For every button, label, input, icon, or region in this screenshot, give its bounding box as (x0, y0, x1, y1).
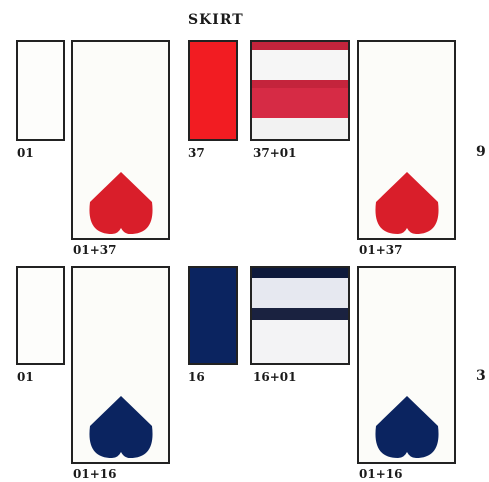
heart-icon (86, 394, 156, 460)
quantity-label-row2: 3 (476, 368, 486, 384)
page-title: SKIRT (188, 12, 244, 28)
heart-icon (372, 170, 442, 236)
tall-left-panel-row2 (71, 266, 170, 464)
stripes-label-row1: 37+01 (253, 146, 296, 160)
small-panel-label-row1: 01 (17, 146, 34, 160)
heart-icon (372, 394, 442, 460)
tall-right-label-row2: 01+16 (359, 467, 402, 481)
quantity-label-row1: 9 (476, 144, 486, 160)
stripe-swatch-row2 (250, 266, 350, 365)
color-swatch-row2 (188, 266, 238, 365)
swatch-label-row1: 37 (188, 146, 205, 160)
small-panel-row1 (16, 40, 65, 141)
swatch-label-row2: 16 (188, 370, 205, 384)
small-panel-row2 (16, 266, 65, 365)
tall-left-label-row2: 01+16 (73, 467, 116, 481)
stripe-swatch-row1 (250, 40, 350, 141)
tall-right-panel-row2 (357, 266, 456, 464)
small-panel-label-row2: 01 (17, 370, 34, 384)
tall-left-label-row1: 01+37 (73, 243, 116, 257)
tall-right-panel-row1 (357, 40, 456, 240)
color-swatch-row1 (188, 40, 238, 141)
tall-left-panel-row1 (71, 40, 170, 240)
heart-icon (86, 170, 156, 236)
tall-right-label-row1: 01+37 (359, 243, 402, 257)
stripes-label-row2: 16+01 (253, 370, 296, 384)
